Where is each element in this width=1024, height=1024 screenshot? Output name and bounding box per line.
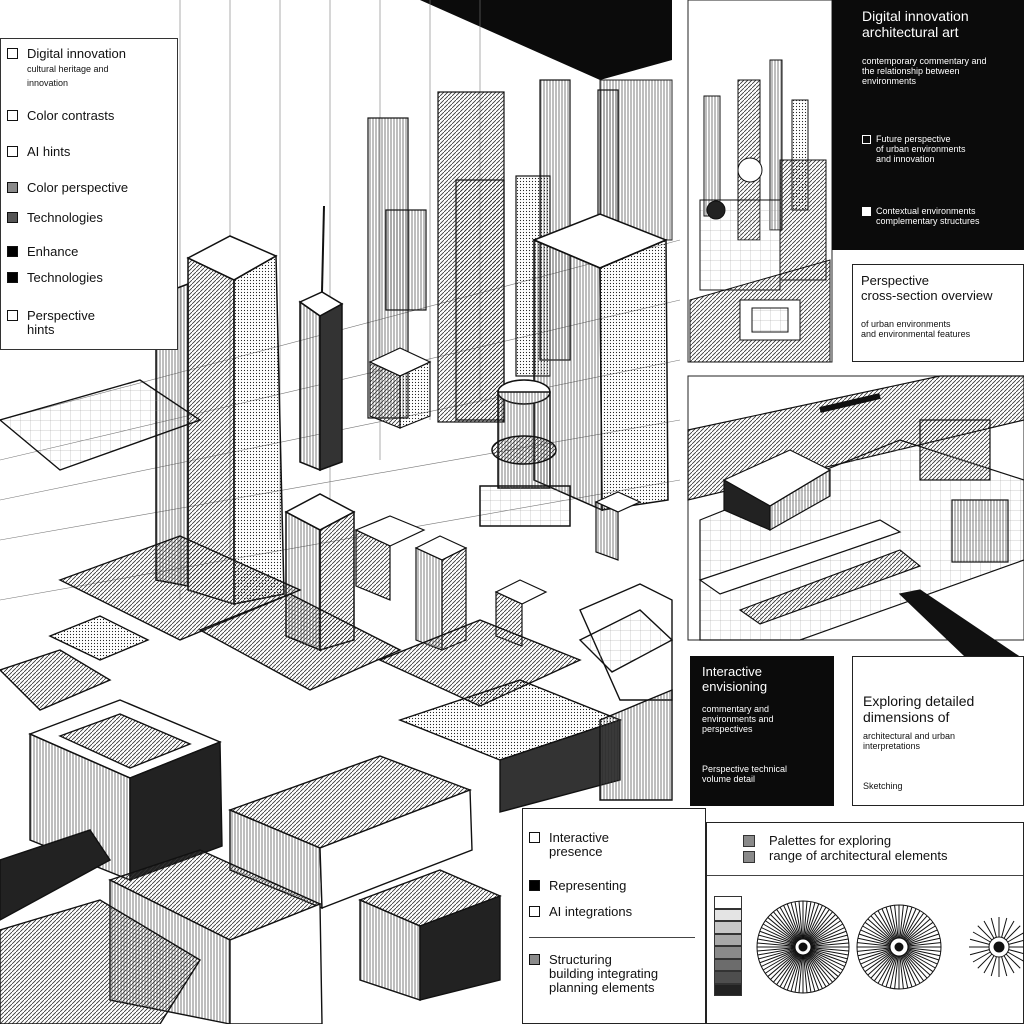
legend-label: Enhance (27, 244, 79, 259)
legend-label: AI hints (27, 144, 71, 159)
legend-label: Digital innovation (27, 46, 127, 61)
legend-item-ai-hints: AI hints (7, 145, 70, 159)
legend-sub: cultural heritage and innovation (27, 64, 109, 88)
panel-body: commentary and environments and perspect… (702, 704, 774, 734)
legend-swatch (529, 906, 540, 917)
panel-title: Interactive envisioning (702, 664, 768, 694)
legend-swatch (7, 310, 18, 321)
legend-swatch (7, 212, 18, 223)
panel-footer: Sketching (863, 781, 903, 791)
divider (529, 937, 695, 938)
panel-palettes: Palettes for exploring range of architec… (706, 822, 1024, 1024)
legend-item-color-contrasts: Color contrasts (7, 109, 114, 123)
legend-swatch (7, 246, 18, 257)
panel-title: Exploring detailed dimensions of (863, 693, 975, 725)
palette-chip (714, 908, 742, 921)
panel-mid-right: Perspective cross-section overview of ur… (852, 264, 1024, 362)
palette-chip (714, 921, 742, 934)
legend-item-representing: Representing (529, 879, 626, 893)
legend-label: Technologies (27, 210, 103, 225)
legend-main: Digital innovation cultural heritage and… (0, 38, 178, 350)
legend-item-technologies-2: Technologies (7, 271, 103, 285)
legend-label: AI integrations (549, 904, 633, 919)
palette-chip (714, 896, 742, 909)
legend-item-ai-integrations: AI integrations (529, 905, 632, 919)
legend-swatch (529, 832, 540, 843)
panel-body: of urban environments and environmental … (861, 319, 971, 339)
legend-label: Color perspective (27, 180, 129, 195)
legend-item-technologies: Technologies (7, 211, 103, 225)
panel-lower-right: Exploring detailed dimensions of archite… (852, 656, 1024, 806)
swatch-icon (862, 135, 871, 144)
legend-swatch (7, 110, 18, 121)
legend-item-structuring: Structuring building integrating plannin… (529, 953, 658, 995)
legend-swatch (7, 48, 18, 59)
palette-chip (714, 983, 742, 996)
legend-swatch (529, 954, 540, 965)
legend-swatch (7, 146, 18, 157)
panel-item-text: Future perspective of urban environments… (876, 134, 966, 164)
panel-footer: Perspective technical volume detail (702, 764, 788, 784)
palette-strip (714, 896, 742, 996)
divider (707, 875, 1023, 876)
palette-chip (714, 958, 742, 971)
legend-label: Representing (549, 878, 627, 893)
panel-body: architectural and urban interpretations (863, 731, 956, 751)
legend-label: Technologies (27, 270, 103, 285)
panel-title: Perspective cross-section overview (861, 273, 993, 303)
radial-patterns (756, 900, 1024, 994)
legend-label: Color contrasts (27, 108, 115, 123)
legend-item-interactive-presence: Interactive presence (529, 831, 609, 859)
palette-chip (714, 933, 742, 946)
legend-item-color-perspective: Color perspective (7, 181, 128, 195)
legend-swatch (7, 272, 18, 283)
legend-label: Structuring building integrating plannin… (549, 952, 659, 995)
legend-label: Interactive presence (549, 830, 609, 859)
legend-item-enhance: Enhance (7, 245, 78, 259)
legend-item-perspective-hints: Perspective hints (7, 309, 95, 337)
panel-top-right: Digital innovation architectural art con… (832, 0, 1024, 250)
palette-chip (714, 946, 742, 959)
legend-item-digital-innovation: Digital innovation cultural heritage and… (7, 47, 126, 89)
panel-item-1: Future perspective of urban environments… (862, 134, 966, 164)
legend-label: Perspective hints (27, 308, 95, 337)
palette-swatch-icon (743, 851, 755, 863)
panel-item-text: Contextual environments complementary st… (876, 206, 980, 226)
palette-swatch-icon (743, 835, 755, 847)
panel-body: contemporary commentary and the relation… (862, 56, 987, 86)
panel-item-2: Contextual environments complementary st… (862, 206, 980, 226)
legend-swatch (529, 880, 540, 891)
legend-bottom: Interactive presence Representing AI int… (522, 808, 706, 1024)
legend-swatch (7, 182, 18, 193)
palette-chip (714, 971, 742, 984)
swatch-icon (862, 207, 871, 216)
panel-title: Palettes for exploring range of architec… (769, 833, 948, 863)
panel-lower-mid: Interactive envisioning commentary and e… (690, 656, 834, 806)
panel-title: Digital innovation architectural art (862, 8, 969, 40)
